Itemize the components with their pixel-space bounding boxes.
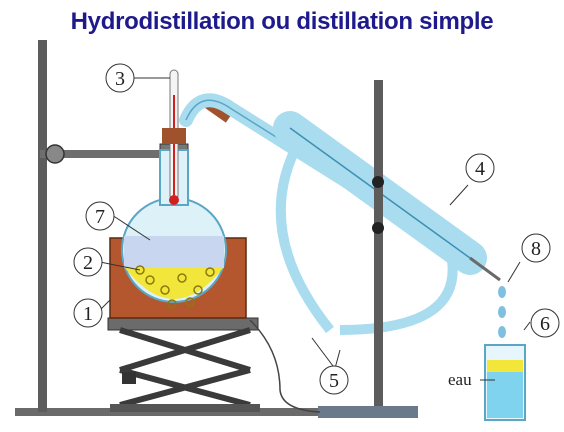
label-3: 3	[105, 63, 135, 93]
power-cord	[249, 319, 321, 413]
svg-text:8: 8	[531, 238, 541, 260]
label-1: 1	[73, 298, 103, 328]
svg-text:7: 7	[95, 206, 105, 228]
right-stand	[318, 80, 418, 418]
receiving-beaker	[484, 344, 526, 421]
svg-text:4: 4	[475, 158, 485, 180]
label-2: 2	[73, 247, 103, 277]
label-5: 5	[319, 365, 349, 395]
svg-text:3: 3	[115, 68, 125, 90]
label-7: 7	[85, 201, 115, 231]
label-4: 4	[465, 153, 495, 183]
distillate-drops	[498, 286, 506, 338]
round-bottom-flask	[121, 149, 227, 309]
svg-text:5: 5	[329, 370, 339, 392]
label-8: 8	[521, 233, 551, 263]
flask-cork	[162, 128, 186, 144]
label-eau: eau	[448, 370, 472, 389]
svg-text:6: 6	[540, 313, 550, 335]
water-hose	[275, 137, 334, 334]
label-leaders	[99, 77, 531, 381]
label-6: 6	[530, 308, 560, 338]
lab-jack	[107, 317, 260, 412]
svg-text:1: 1	[83, 303, 93, 325]
diagram-title: Hydrodistillation ou distillation simple	[70, 8, 494, 35]
svg-text:2: 2	[83, 252, 93, 274]
